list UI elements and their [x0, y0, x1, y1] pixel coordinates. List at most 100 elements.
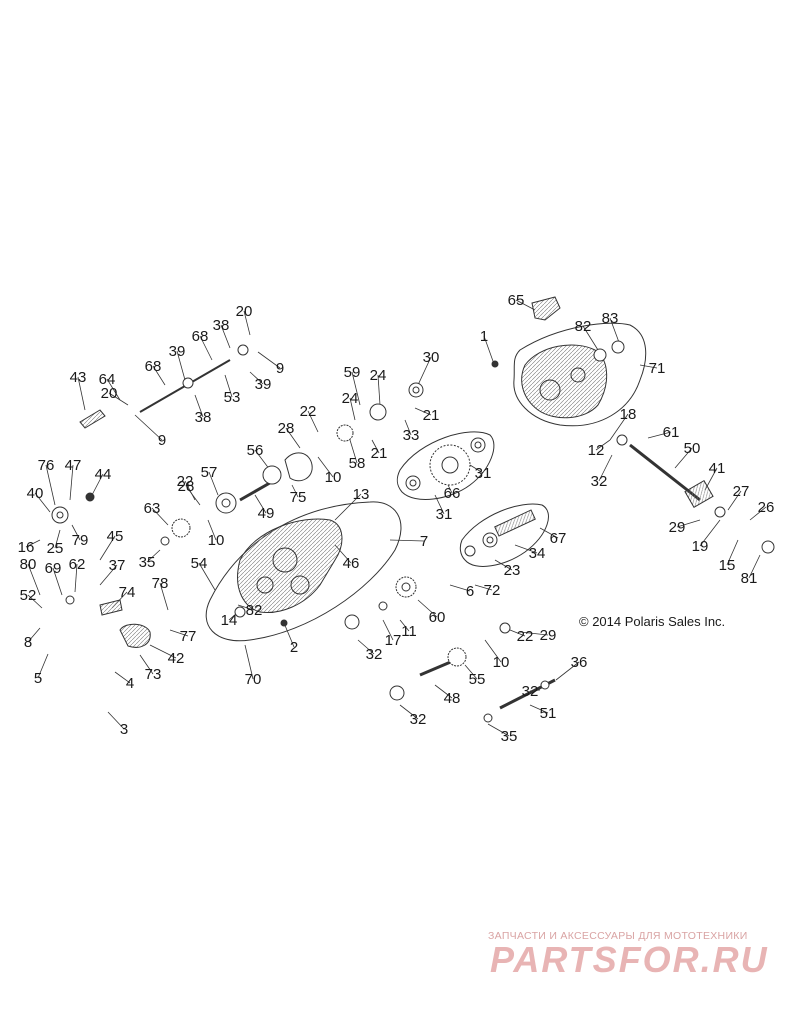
leader-line — [25, 539, 41, 548]
leader-line — [106, 378, 121, 401]
leader-line — [285, 427, 301, 449]
callout-number: 20 — [236, 303, 253, 320]
leader-line — [291, 484, 299, 498]
callout-number: 1 — [480, 328, 488, 345]
leader-line — [639, 364, 658, 369]
callout-number: 22 — [300, 403, 317, 420]
callout-number: 3 — [120, 721, 128, 738]
leader-line — [484, 639, 502, 663]
leader-line — [151, 507, 169, 526]
callout-number: 10 — [208, 532, 225, 549]
leader-line — [27, 563, 41, 596]
callout-number: 66 — [444, 485, 461, 502]
leader-line — [199, 335, 213, 361]
leader-line — [99, 535, 116, 561]
leader-line — [598, 454, 613, 482]
leader-line — [417, 356, 432, 386]
callout-number: 62 — [69, 556, 86, 573]
callout-number: 4 — [126, 675, 134, 692]
leader-line — [382, 619, 394, 641]
parts — [51, 296, 775, 723]
callout-number: 70 — [245, 671, 262, 688]
leader-line — [509, 629, 526, 637]
callout-number: 56 — [247, 442, 264, 459]
leader-line — [377, 374, 381, 406]
callout-number: 77 — [180, 628, 197, 645]
leader-line — [249, 371, 264, 385]
callout-number: 31 — [436, 506, 453, 523]
leader-line — [676, 519, 701, 528]
callout-number: 25 — [47, 540, 64, 557]
callout-number: 52 — [20, 587, 37, 604]
callout-number: 35 — [139, 554, 156, 571]
callout-number: 30 — [423, 349, 440, 366]
leader-line — [52, 567, 63, 596]
leader-line — [349, 397, 356, 421]
callout-number: 15 — [719, 557, 736, 574]
leader-line — [159, 582, 169, 611]
leader-line — [317, 456, 334, 478]
leader-line — [474, 584, 493, 591]
callout-number: 79 — [72, 532, 89, 549]
callout-number: 68 — [145, 358, 162, 375]
callout-number: 5 — [34, 670, 42, 687]
callout-number: 69 — [45, 560, 62, 577]
callout-number: 55 — [469, 671, 486, 688]
leader-line — [74, 563, 78, 593]
callout-number: 48 — [444, 690, 461, 707]
leader-line — [514, 544, 538, 554]
leader-line — [434, 684, 453, 699]
leader-line — [207, 519, 217, 541]
leader-line — [555, 661, 580, 681]
leader-line — [582, 325, 599, 351]
callout-number: 72 — [484, 582, 501, 599]
leader-line — [194, 394, 204, 418]
leader-line — [139, 654, 154, 675]
leader-line — [198, 562, 216, 591]
main-case — [237, 518, 343, 614]
callout-number: 83 — [602, 310, 619, 327]
leader-line — [152, 365, 166, 386]
leader-line — [176, 350, 186, 381]
gear-group-outline — [396, 431, 495, 500]
leader-line — [529, 704, 549, 714]
leader-line — [334, 493, 362, 521]
callout-number: 24 — [342, 390, 359, 407]
callout-number: 53 — [224, 389, 241, 406]
callout-number: 47 — [65, 457, 82, 474]
leader-line — [307, 410, 319, 433]
leader-line — [237, 604, 255, 611]
callout-number: 82 — [575, 318, 592, 335]
shaft-group-outline — [459, 503, 549, 567]
leader-line — [244, 644, 254, 680]
callout-number: 68 — [192, 328, 209, 345]
leader-line — [748, 554, 761, 579]
leader-line — [99, 564, 118, 586]
callout-number: 22 — [177, 473, 194, 490]
callout-number: 36 — [571, 654, 588, 671]
leader-line — [609, 317, 621, 346]
leader-line — [699, 519, 721, 547]
callout-number: 29 — [669, 519, 686, 536]
leader-lines — [25, 299, 767, 737]
callout-number: 32 — [591, 473, 608, 490]
callout-number: 21 — [423, 407, 440, 424]
callout-number: 10 — [325, 469, 342, 486]
leader-line — [609, 413, 629, 441]
callout-number: 38 — [213, 317, 230, 334]
cover-case-outline — [513, 322, 647, 427]
callout-number: 26 — [758, 499, 775, 516]
callout-number: 13 — [353, 486, 370, 503]
leader-line — [371, 439, 380, 454]
leader-line — [349, 439, 358, 464]
callout-number: 60 — [429, 609, 446, 626]
callout-number: 43 — [70, 369, 87, 386]
callout-number: 81 — [741, 570, 758, 587]
leader-line — [257, 351, 281, 369]
callout-number: 38 — [195, 409, 212, 426]
leader-line — [27, 627, 41, 643]
leader-line — [449, 584, 471, 592]
leader-line — [487, 723, 510, 737]
leader-line — [169, 629, 189, 637]
leader-line — [91, 473, 104, 496]
